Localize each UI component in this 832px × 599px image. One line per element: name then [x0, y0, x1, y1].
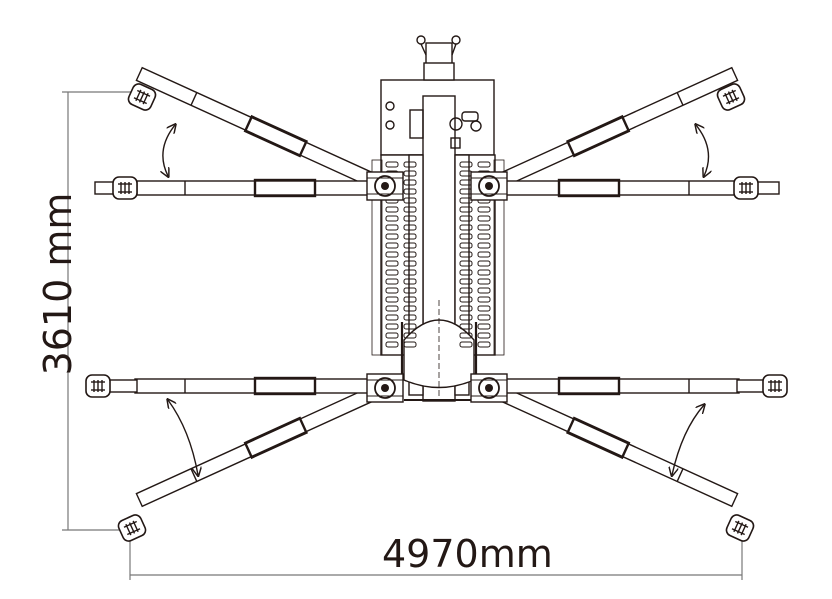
outrigger-front-right: [470, 65, 781, 201]
outrigger-rear-right: [470, 373, 788, 544]
chassis: [371, 35, 505, 402]
outrigger-rear-left: [85, 373, 404, 544]
width-dimension-label: 4970mm: [382, 532, 553, 576]
outrigger-front-left: [93, 65, 404, 201]
height-dimension-label: 3610 mm: [36, 192, 80, 376]
dimension-lines: [62, 91, 743, 580]
